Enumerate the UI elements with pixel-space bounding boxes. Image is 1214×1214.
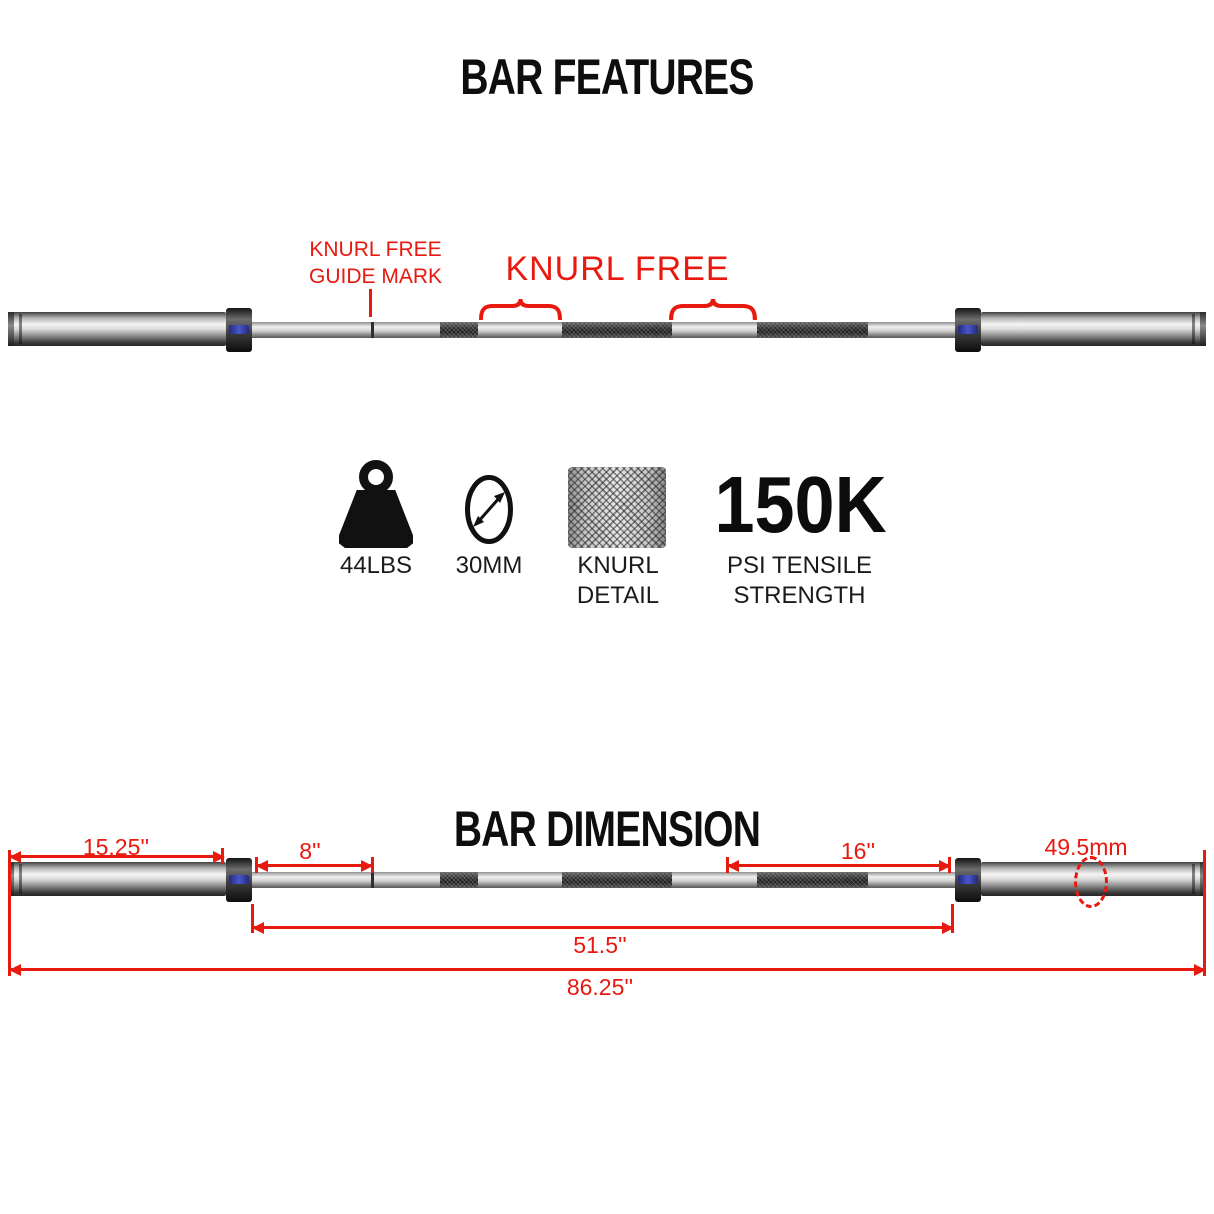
knurl-free-guide-mark-label: KNURL FREE GUIDE MARK — [288, 236, 463, 290]
knurl-segment — [757, 872, 868, 888]
knurl-detail-label: KNURL DETAIL — [563, 551, 673, 611]
arrow-right-icon — [361, 860, 373, 872]
collar-band — [229, 325, 249, 334]
right-collar — [955, 308, 981, 352]
sleeve-length-line — [9, 851, 225, 863]
weight-icon — [339, 460, 413, 548]
guide-mark-distance-label: 8'' — [299, 838, 321, 864]
arrow-left-icon — [9, 851, 21, 863]
knurl-segment — [562, 322, 672, 338]
arrow-left-icon — [252, 922, 264, 934]
right-sleeve — [981, 312, 1206, 346]
tensile-label-line1: PSI TENSILE — [727, 552, 872, 579]
dimension-tick — [255, 857, 258, 873]
shaft — [252, 322, 955, 338]
knurl-segment — [562, 872, 672, 888]
dimension-tick — [726, 857, 729, 873]
knurl-label-line2: DETAIL — [576, 582, 660, 609]
overall-length-label: 86.25'' — [566, 974, 634, 1000]
tensile-value: 150K — [714, 460, 887, 549]
extension-line — [251, 904, 254, 933]
left-collar — [226, 308, 252, 352]
tensile-label: PSI TENSILE STRENGTH — [707, 551, 892, 611]
shaft-length-label: 51.5'' — [573, 932, 627, 958]
dimension-tick — [948, 857, 951, 873]
features-title: BAR FEATURES — [460, 49, 754, 105]
collar-band — [229, 875, 249, 884]
collar-band — [958, 875, 978, 884]
guide-mark — [371, 322, 374, 338]
brace-icon — [479, 298, 562, 320]
knurl-segment — [440, 322, 478, 338]
arrow-right-icon — [1194, 964, 1206, 976]
guide-mark-pointer-line — [369, 289, 372, 317]
arrow-left-icon — [256, 860, 268, 872]
knurl-span-line — [727, 860, 951, 872]
knurl-segment — [757, 322, 868, 338]
barbell-dimension — [8, 858, 1206, 902]
arrow-right-icon — [942, 922, 954, 934]
knurl-free-label: KNURL FREE — [505, 250, 730, 288]
shaft — [252, 872, 955, 888]
guide-mark — [371, 872, 374, 888]
brace-icon — [669, 298, 757, 320]
weight-label: 44LBS — [339, 552, 413, 579]
arrow-left-icon — [9, 964, 21, 976]
guide-mark-label-line1: KNURL FREE — [309, 238, 442, 261]
guide-mark-distance-line — [256, 860, 373, 872]
extension-line — [951, 904, 954, 933]
arrow-left-icon — [727, 860, 739, 872]
weight-handle — [359, 460, 393, 494]
dimension-title: BAR DIMENSION — [453, 801, 761, 857]
knurl-span-label: 16'' — [840, 838, 876, 864]
knurl-segment — [440, 872, 478, 888]
weight-body — [339, 490, 413, 548]
guide-mark-label-line2: GUIDE MARK — [308, 265, 442, 288]
left-sleeve — [8, 312, 226, 346]
barbell-features — [8, 308, 1206, 352]
left-sleeve — [8, 862, 226, 896]
diameter-ellipse-icon — [1074, 856, 1108, 908]
sleeve-diameter-label: 49.5mm — [1044, 834, 1128, 860]
diameter-label: 30MM — [455, 552, 523, 579]
overall-length-line — [9, 964, 1206, 976]
left-collar — [226, 858, 252, 902]
extension-line — [8, 850, 11, 976]
tensile-label-line2: STRENGTH — [733, 582, 866, 609]
knurl-label-line1: KNURL — [577, 552, 659, 579]
knurl-detail-swatch — [568, 467, 666, 548]
dimension-tick — [371, 857, 374, 873]
diameter-icon — [465, 475, 513, 544]
right-collar — [955, 858, 981, 902]
dimension-tick — [221, 848, 224, 864]
collar-band — [958, 325, 978, 334]
extension-line — [1203, 850, 1206, 976]
shaft-length-line — [252, 922, 954, 934]
